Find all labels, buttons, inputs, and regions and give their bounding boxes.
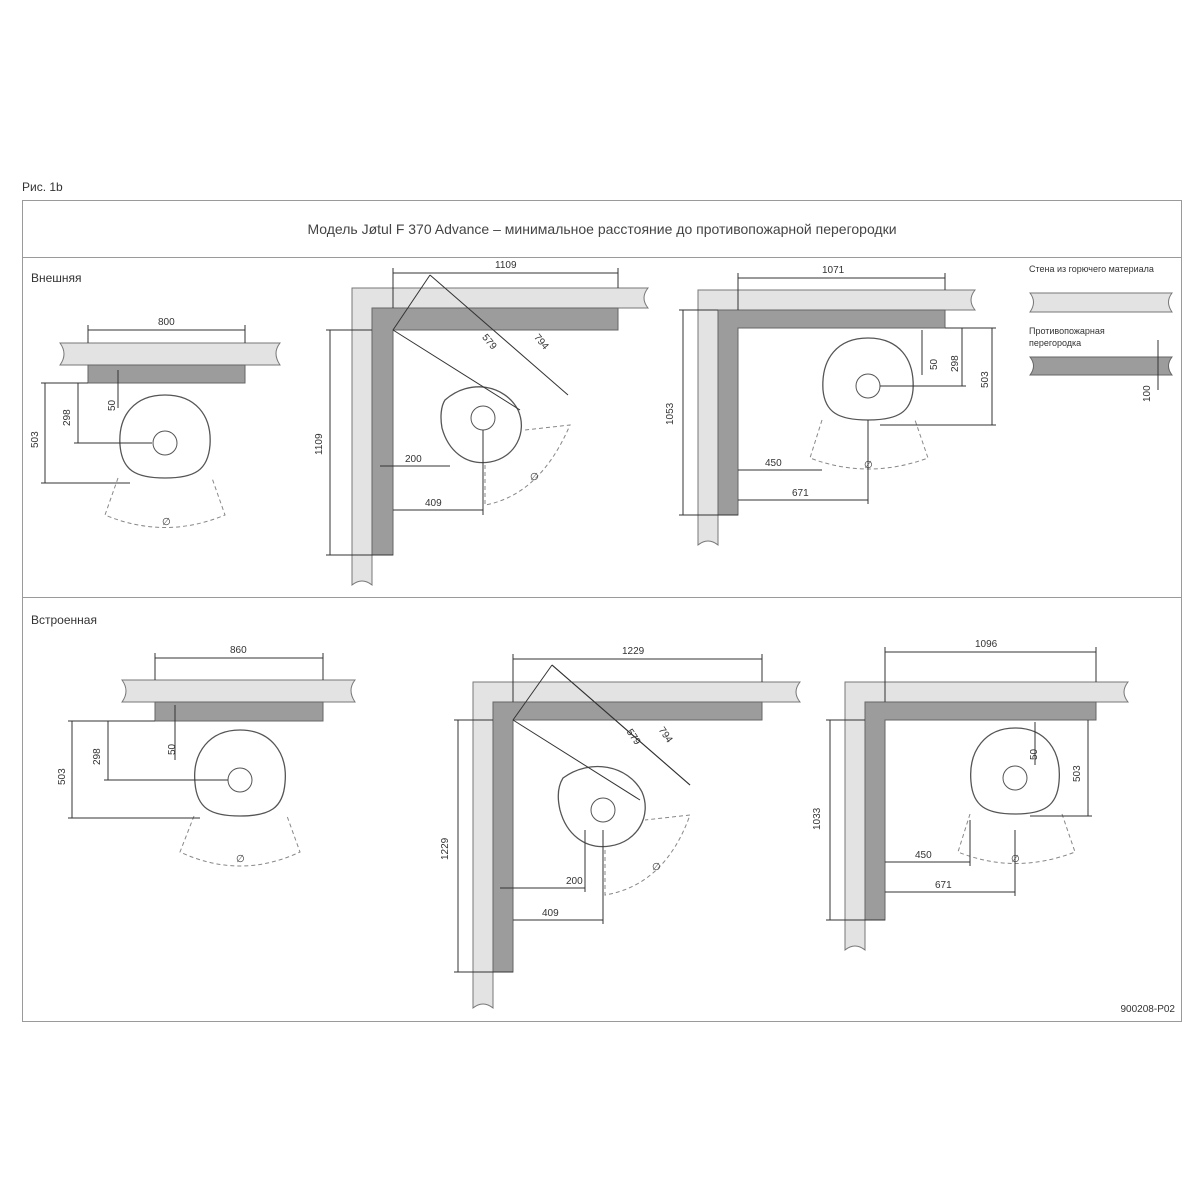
- stove-mark: ∅: [162, 517, 171, 528]
- combustible-wall: [59, 342, 282, 366]
- section-divider: [23, 597, 1181, 598]
- legend-firewall-dim: 100: [1142, 385, 1153, 402]
- flue-outlet: [152, 430, 178, 456]
- dim-height: 1109: [314, 433, 325, 455]
- legend: 100: [1028, 292, 1174, 402]
- drawing-code: 900208-P02: [1120, 1004, 1176, 1015]
- section-label-built-in: Встроенная: [31, 613, 97, 627]
- dim-center: 298: [92, 748, 103, 765]
- figure-title: Модель Jøtul F 370 Advance – минимальное…: [23, 201, 1181, 258]
- door-swing: [179, 815, 301, 867]
- dim-side-b: 409: [542, 908, 559, 919]
- dim-depth: 503: [57, 768, 68, 785]
- dim-width: 1096: [975, 639, 998, 650]
- legend-firewall-swatch: [1028, 356, 1174, 376]
- figure-label: Рис. 1b: [22, 180, 63, 194]
- legend-firewall-label: Противопожарная перегородка: [1029, 326, 1105, 348]
- dim-depth: 503: [30, 431, 41, 448]
- dim-side-a: 200: [566, 876, 583, 887]
- figure-frame: Модель Jøtul F 370 Advance – минимальное…: [22, 200, 1182, 1022]
- flue-outlet: [1002, 765, 1028, 791]
- dim-height: 1053: [665, 402, 676, 425]
- door-swing: [104, 477, 226, 528]
- dim-center: 298: [950, 355, 961, 372]
- dim-height: 1229: [440, 837, 451, 860]
- diagram-6: ∅ 1096 1033 50 503 450 671: [812, 639, 1130, 952]
- dim-width: 1071: [822, 265, 845, 276]
- legend-combustible-swatch: [1028, 292, 1174, 313]
- stove-mark: ∅: [236, 854, 245, 865]
- dim-width: 1229: [622, 646, 645, 657]
- dim-offset: 50: [167, 743, 178, 755]
- dim-depth: 503: [1072, 765, 1083, 782]
- stove-mark: ∅: [652, 862, 661, 873]
- diagram-1: ∅ 800 50 298 503: [30, 317, 282, 528]
- dim-center: 298: [62, 409, 73, 426]
- dim-side-b: 671: [792, 488, 809, 499]
- dim-width: 800: [158, 317, 175, 328]
- dim-offset: 50: [929, 358, 940, 370]
- dim-side-b: 671: [935, 880, 952, 891]
- dim-side-b: 409: [425, 498, 442, 509]
- door-swing: [604, 814, 691, 896]
- section-label-external: Внешняя: [31, 271, 82, 285]
- door-swing: [957, 813, 1076, 864]
- stove-mark: ∅: [530, 472, 539, 483]
- dim-depth: 503: [980, 371, 991, 388]
- firewall: [87, 364, 246, 384]
- dim-width: 1109: [495, 260, 517, 271]
- firewall: [154, 701, 324, 722]
- combustible-wall: [121, 679, 357, 703]
- legend-combustible-label: Стена из горючего материала: [1029, 264, 1154, 274]
- dim-offset: 50: [107, 399, 118, 411]
- diagram-4: ∅ 860 50 298 503: [57, 645, 357, 867]
- dim-side-a: 450: [915, 850, 932, 861]
- diagram-3: ∅ 1071 1053 50 298 503 450 671: [665, 265, 996, 547]
- dim-width: 860: [230, 645, 247, 656]
- dim-offset: 50: [1029, 748, 1040, 760]
- flue-outlet: [590, 797, 616, 823]
- dim-height: 1033: [812, 807, 823, 830]
- dim-side-a: 200: [405, 454, 422, 465]
- dim-side-a: 450: [765, 458, 782, 469]
